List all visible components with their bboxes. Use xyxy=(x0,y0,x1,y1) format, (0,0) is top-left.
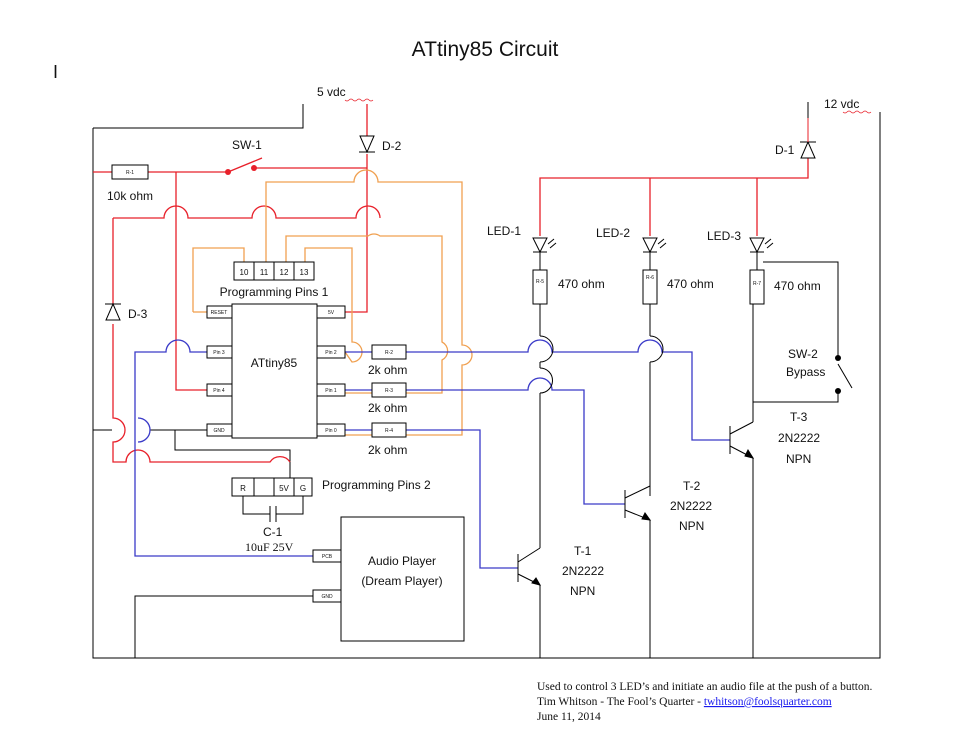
led-3-label: LED-3 xyxy=(707,229,741,243)
chip-name: ATtiny85 xyxy=(251,356,298,370)
prog1-pin: 13 xyxy=(300,268,309,277)
diode-d1-label: D-1 xyxy=(775,143,795,157)
capacitor-c1-tag: C-1 xyxy=(263,525,283,539)
diode-d1: D-1 xyxy=(775,118,816,159)
led-1-label: LED-1 xyxy=(487,224,521,238)
switch-sw1: SW-1 xyxy=(225,138,263,175)
diagram-title: ATtiny85 Circuit xyxy=(412,38,559,61)
prog1-pin: 11 xyxy=(260,268,269,277)
transistor-t1-tag: T-1 xyxy=(574,544,592,558)
audio-player-subtitle: (Dream Player) xyxy=(361,574,442,588)
resistor-r6: R-6 470 ohm xyxy=(642,269,714,305)
resistor-r2-value: 2k ohm xyxy=(368,363,407,377)
transistor-t3-tag: T-3 xyxy=(790,410,808,424)
crossover-humps xyxy=(539,335,664,394)
resistor-r7-value: 470 ohm xyxy=(774,279,821,293)
resistor-r5-value: 470 ohm xyxy=(558,277,605,291)
diode-d3-label: D-3 xyxy=(128,307,148,321)
prog2-pin: G xyxy=(300,484,306,493)
resistor-r4-tag: R-4 xyxy=(385,428,393,434)
chip-pin-right: Pin 1 xyxy=(325,388,337,394)
resistor-r3: R-3 2k ohm xyxy=(368,382,407,415)
resistor-r6-value: 470 ohm xyxy=(667,277,714,291)
transistor-t3-type: NPN xyxy=(786,452,811,466)
prog2-pin: 5V xyxy=(279,484,289,493)
transistor-t2-type: NPN xyxy=(679,519,704,533)
prog2-pin: R xyxy=(240,484,246,493)
chip-pin-left: RESET xyxy=(211,310,228,316)
programming-pins-2: R 5V G Programming Pins 2 xyxy=(231,477,431,497)
audio-pin-top: PCB xyxy=(322,554,333,560)
footer-notes: Used to control 3 LED’s and initiate an … xyxy=(537,681,872,723)
transistor-t1-part: 2N2222 xyxy=(562,564,604,578)
spellcheck-squiggle xyxy=(344,98,374,102)
led-1: LED-1 xyxy=(487,224,557,254)
resistor-r3-tag: R-3 xyxy=(385,388,393,394)
chip-pin-left: Pin 4 xyxy=(213,388,225,394)
resistor-r3-value: 2k ohm xyxy=(368,401,407,415)
transistor-t1 xyxy=(517,547,542,586)
audio-player: PCB GND Audio Player (Dream Player) xyxy=(312,516,465,642)
transistor-t1-type: NPN xyxy=(570,584,595,598)
resistor-r4-value: 2k ohm xyxy=(368,443,407,457)
supply-12v-label: 12 vdc xyxy=(824,97,859,111)
transistor-t2 xyxy=(624,485,652,521)
switch-sw1-label: SW-1 xyxy=(232,138,262,152)
resistor-r1-value: 10k ohm xyxy=(107,189,153,203)
prog1-pin: 10 xyxy=(240,268,249,277)
supply-5v-label: 5 vdc xyxy=(317,85,346,99)
resistor-r7: R-7 470 ohm xyxy=(749,269,821,305)
prog1-pin: 12 xyxy=(280,268,289,277)
spellcheck-squiggle-2 xyxy=(842,110,872,114)
signal-wires xyxy=(134,339,730,569)
chip-pin-right: 5V xyxy=(328,310,335,316)
led-2-label: LED-2 xyxy=(596,226,630,240)
attiny85-chip: ATtiny85 RESET Pin 3 Pin 4 GND 5V Pin 2 … xyxy=(206,303,346,439)
capacitor-c1-value: 10uF 25V xyxy=(245,540,294,554)
resistor-r1: R-1 10k ohm xyxy=(107,164,153,203)
chip-pin-left: GND xyxy=(213,428,225,434)
footer-author: Tim Whitson - The Fool’s Quarter - twhit… xyxy=(537,696,832,708)
transistor-t3 xyxy=(729,421,755,459)
transistor-t2-tag: T-2 xyxy=(683,479,701,493)
program-wires xyxy=(192,169,473,436)
prog1-label: Programming Pins 1 xyxy=(220,285,329,299)
resistor-r5-tag: R-5 xyxy=(536,279,544,285)
cursor-mark: I xyxy=(53,62,58,82)
prog2-label: Programming Pins 2 xyxy=(322,478,431,492)
power-wires xyxy=(93,104,809,463)
switch-sw2-label: SW-2 xyxy=(788,347,818,361)
capacitor-c1: C-1 10uF 25V xyxy=(245,506,294,554)
switch-sw2: SW-2 Bypass xyxy=(786,347,841,394)
chip-pin-right: Pin 2 xyxy=(325,350,337,356)
led-2: LED-2 xyxy=(596,226,667,254)
resistor-r4: R-4 2k ohm xyxy=(368,422,407,457)
programming-pins-1: 10 11 12 13 Programming Pins 1 xyxy=(220,261,329,299)
switch-sw2-bypass: Bypass xyxy=(786,365,825,379)
resistor-r7-tag: R-7 xyxy=(753,281,761,287)
transistor-t2-part: 2N2222 xyxy=(670,499,712,513)
footer-description: Used to control 3 LED’s and initiate an … xyxy=(537,681,872,693)
led-3: LED-3 xyxy=(707,229,774,254)
audio-pin-bottom: GND xyxy=(321,594,333,600)
audio-player-title: Audio Player xyxy=(368,554,436,568)
ground-wires xyxy=(92,102,881,659)
resistor-r2: R-2 2k ohm xyxy=(368,344,407,377)
chip-pin-right: Pin 0 xyxy=(325,428,337,434)
footer-email-link[interactable]: twhitson@foolsquarter.com xyxy=(704,696,832,708)
diode-d3: D-3 xyxy=(105,302,148,321)
resistor-r1-tag: R-1 xyxy=(126,170,134,176)
chip-pin-left: Pin 3 xyxy=(213,350,225,356)
footer-author-prefix: Tim Whitson - The Fool’s Quarter - xyxy=(537,696,704,708)
diode-d2-label: D-2 xyxy=(382,139,402,153)
footer-date: June 11, 2014 xyxy=(537,711,601,723)
diode-d2: D-2 xyxy=(359,135,402,154)
transistor-t3-part: 2N2222 xyxy=(778,431,820,445)
resistor-r2-tag: R-2 xyxy=(385,350,393,356)
resistor-r6-tag: R-6 xyxy=(646,275,654,281)
resistor-r5: R-5 470 ohm xyxy=(532,269,605,305)
